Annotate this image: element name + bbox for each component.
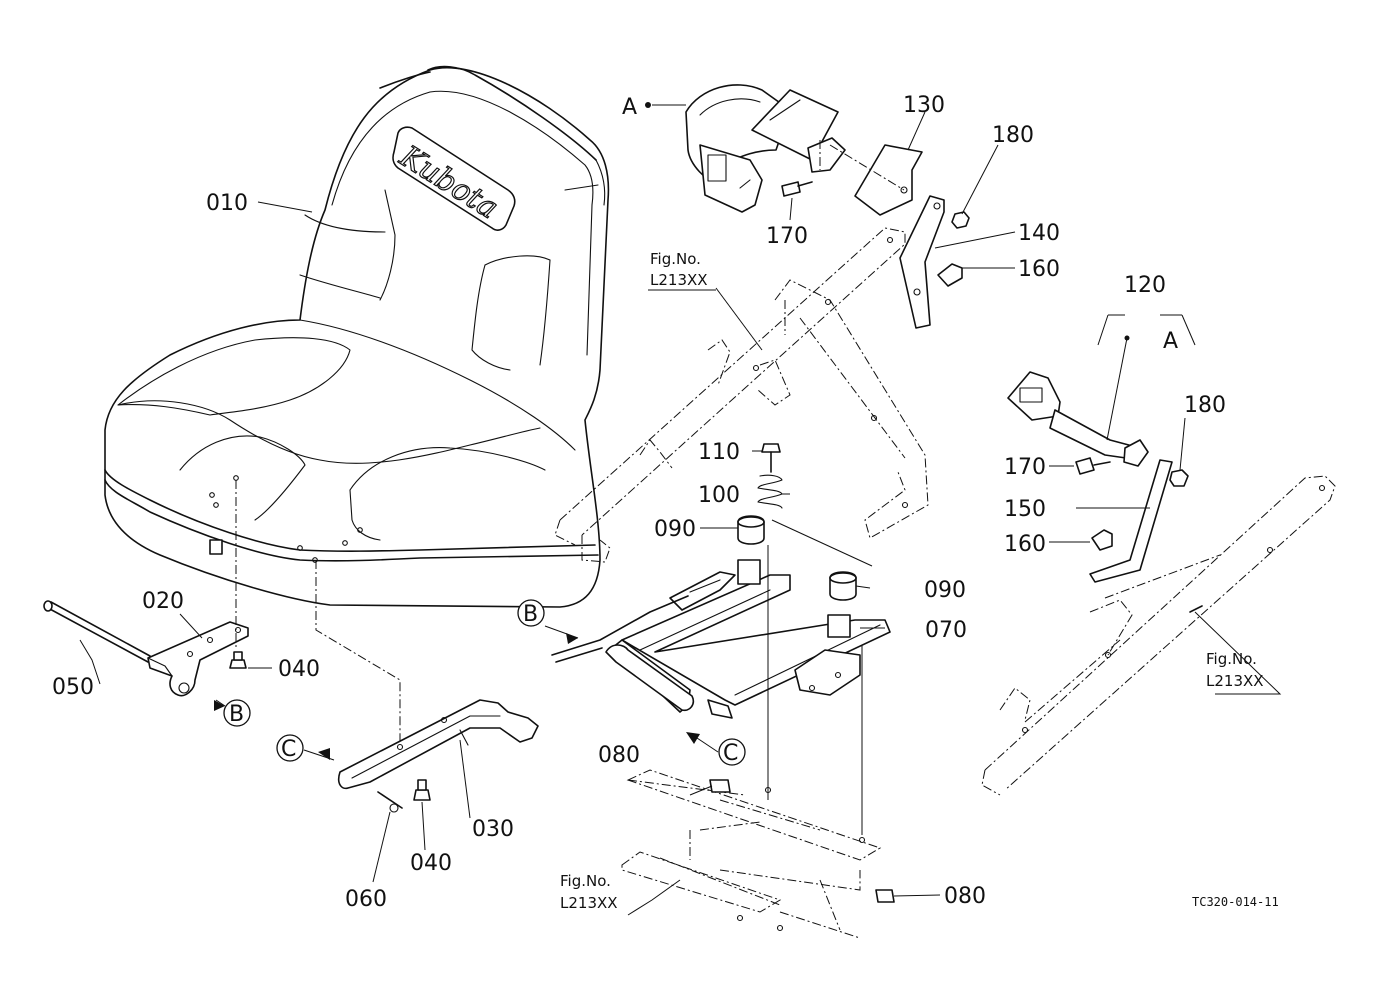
part-number-labels: 010 020 040 050 030 040 060 070 080 080 … <box>52 93 1226 912</box>
seat-belt-buckle <box>1007 371 1149 467</box>
bolt-170-upper <box>781 181 813 197</box>
label-090-right: 090 <box>924 578 966 603</box>
label-130: 130 <box>903 93 945 118</box>
lower-bracket-030 <box>337 699 539 790</box>
bushing-090-right <box>829 571 857 601</box>
label-030: 030 <box>472 817 514 842</box>
reference-markers: A A B B C C <box>223 95 1178 766</box>
marker-a-top: A <box>622 95 637 120</box>
pin-060 <box>377 791 403 813</box>
label-090-left: 090 <box>654 517 696 542</box>
label-170-lower: 170 <box>1004 455 1046 480</box>
label-160-upper: 160 <box>1018 257 1060 282</box>
label-170-upper: 170 <box>766 224 808 249</box>
marker-b-circle-2: B <box>229 702 244 727</box>
seat-belt-retractor <box>685 84 846 213</box>
fig-ref-top-line1: Fig.No. <box>650 250 701 268</box>
nut-180-lower <box>1169 469 1189 487</box>
fig-ref-bottom-line2: L213XX <box>560 894 618 912</box>
mount-plate-lower <box>621 769 882 939</box>
nut-080-right <box>875 889 895 903</box>
label-140: 140 <box>1018 221 1060 246</box>
label-020: 020 <box>142 589 184 614</box>
label-160-lower: 160 <box>1004 532 1046 557</box>
seat-010: Kubota <box>104 65 610 608</box>
bolt-170-lower <box>1075 457 1111 475</box>
label-080-left: 080 <box>598 743 640 768</box>
fig-ref-right-line2: L213XX <box>1206 672 1264 690</box>
bolt-160-lower <box>1091 529 1113 551</box>
nut-080-left <box>709 779 731 793</box>
marker-a-right: A <box>1163 329 1178 354</box>
marker-c-circle-2: C <box>723 741 738 766</box>
release-lever <box>551 595 689 656</box>
bracket-150 <box>1089 459 1173 583</box>
bolt-040-upper <box>229 651 247 669</box>
nut-180-upper <box>951 211 970 229</box>
label-080-right: 080 <box>944 884 986 909</box>
label-010: 010 <box>206 191 248 216</box>
frame-center <box>554 227 929 563</box>
bushing-090-left <box>737 515 765 545</box>
fig-ref-top-line2: L213XX <box>650 271 708 289</box>
label-180-upper: 180 <box>992 123 1034 148</box>
frame-right <box>981 475 1336 796</box>
label-050: 050 <box>52 675 94 700</box>
label-150: 150 <box>1004 497 1046 522</box>
label-120: 120 <box>1124 273 1166 298</box>
figure-references: Fig.No. L213XX Fig.No. L213XX Fig.No. L2… <box>560 250 1264 912</box>
label-060: 060 <box>345 887 387 912</box>
label-180-lower: 180 <box>1184 393 1226 418</box>
bracket-140 <box>899 195 945 329</box>
bolt-160-upper <box>937 263 963 287</box>
fig-ref-right-line1: Fig.No. <box>1206 650 1257 668</box>
label-040-lower: 040 <box>410 851 452 876</box>
marker-c-circle: C <box>281 737 296 762</box>
slide-rail-070 <box>605 559 891 719</box>
spring-100 <box>757 474 783 509</box>
bolt-040-lower <box>413 779 431 801</box>
label-100: 100 <box>698 483 740 508</box>
pin-050 <box>43 600 151 663</box>
fig-ref-bottom-line1: Fig.No. <box>560 872 611 890</box>
hinge-bracket-020 <box>147 621 249 697</box>
marker-b-circle: B <box>523 602 538 627</box>
leader-lines <box>79 104 1282 916</box>
label-040-upper: 040 <box>278 657 320 682</box>
label-070: 070 <box>925 618 967 643</box>
bolt-110 <box>761 443 781 473</box>
label-110: 110 <box>698 440 740 465</box>
drawing-code: TC320-014-11 <box>1192 895 1279 909</box>
